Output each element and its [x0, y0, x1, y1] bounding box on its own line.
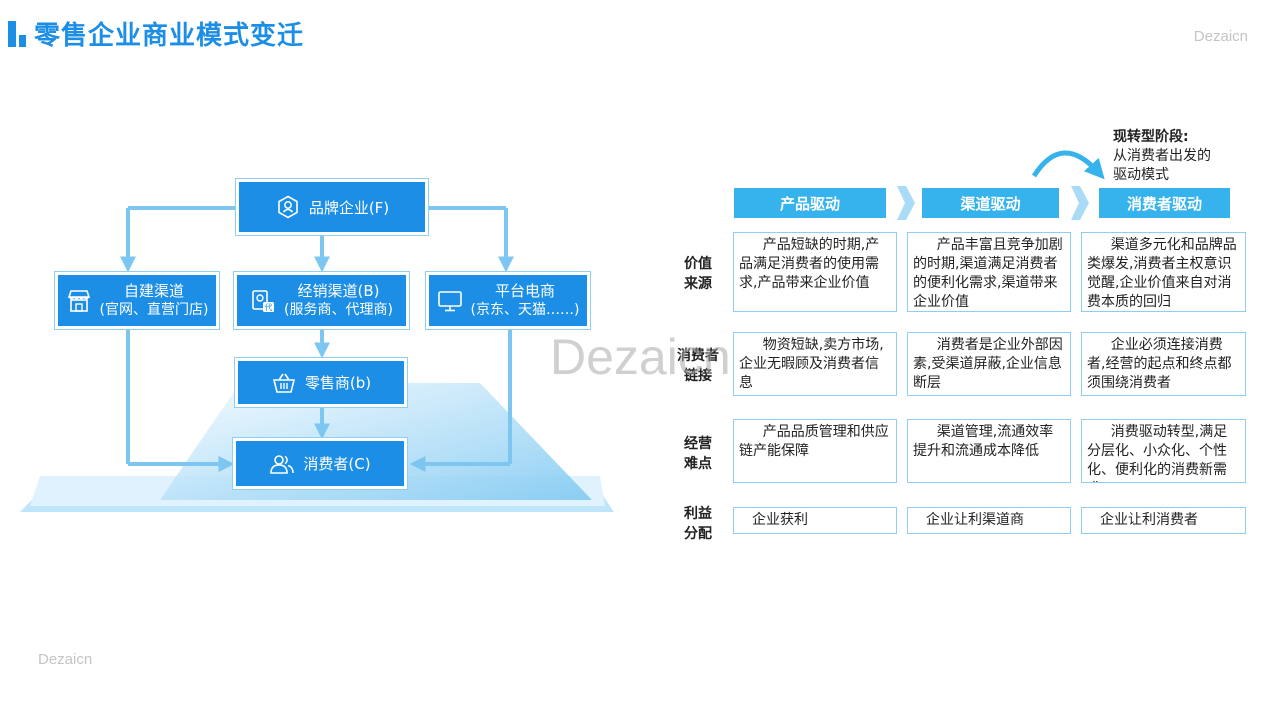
retailer-title: 零售商(b)	[304, 374, 372, 392]
page-title: 零售企业商业模式变迁	[34, 20, 305, 51]
title-mark-icon	[8, 19, 26, 47]
self-channel-node: 自建渠道 (官网、直营门店)	[54, 271, 220, 330]
basket-icon	[271, 370, 297, 396]
table-cell: 产品丰富且竞争加剧的时期,渠道满足消费者的便利化需求,渠道带来企业价值	[907, 232, 1071, 312]
svg-text:代: 代	[265, 302, 273, 312]
brand-node: 品牌企业(F)	[235, 178, 429, 236]
brand-node-title: 品牌企业(F)	[308, 198, 390, 217]
platform-sub: (京东、天猫……)	[470, 301, 580, 318]
distribution-sub: (服务商、代理商)	[284, 301, 393, 318]
agent-document-icon: 代	[250, 288, 276, 314]
row-label-consumer-link: 消费者链接	[677, 348, 719, 384]
shield-hexagon-icon	[275, 194, 301, 220]
phase-header-channel: 渠道驱动	[922, 188, 1059, 218]
table-cell: 消费驱动转型,满足分层化、小众化、个性化、便利化的消费新需求	[1081, 419, 1246, 483]
table-cell: 企业让利消费者	[1081, 507, 1246, 534]
phase-chevron-2	[1071, 186, 1089, 220]
transition-curve-arrow	[1031, 150, 1105, 180]
phase-note-line: 驱动模式	[1113, 167, 1169, 183]
phase-note-line: 从消费者出发的	[1113, 148, 1211, 164]
distribution-node: 代 经销渠道(B) (服务商、代理商)	[233, 271, 410, 330]
table-cell: 产品短缺的时期,产品满足消费者的使用需求,产品带来企业价值	[733, 232, 897, 312]
phase-header-consumer: 消费者驱动	[1099, 188, 1230, 218]
users-icon	[269, 451, 295, 477]
table-cell: 渠道管理,流通效率提升和流通成本降低	[907, 419, 1071, 483]
self-channel-sub: (官网、直营门店)	[99, 301, 209, 318]
phase-chevron-1	[897, 186, 915, 220]
phase-header-product: 产品驱动	[734, 188, 886, 218]
row-label-distribution: 利益分配	[684, 506, 712, 542]
distribution-title: 经销渠道(B)	[297, 281, 380, 300]
retailer-node: 零售商(b)	[234, 357, 408, 408]
table-cell: 企业让利渠道商	[907, 507, 1071, 534]
title-bar: 零售企业商业模式变迁	[8, 18, 304, 51]
platform-node: 平台电商 (京东、天猫……)	[425, 271, 591, 330]
table-cell: 消费者是企业外部因素,受渠道屏蔽,企业信息断层	[907, 332, 1071, 396]
self-channel-title: 自建渠道	[123, 281, 184, 300]
phase-note-title: 现转型阶段:	[1113, 129, 1189, 145]
monitor-icon	[437, 288, 463, 314]
storefront-icon	[66, 288, 92, 314]
table-cell: 物资短缺,卖方市场,企业无暇顾及消费者信息	[733, 332, 897, 396]
row-label-value-source: 价值来源	[684, 256, 712, 292]
diagram-connectors	[20, 206, 614, 512]
watermark-top: Dezaicn	[1193, 28, 1248, 45]
channel-diagram: 品牌企业(F) 自建渠道 (官网、直营门店) 代 经销渠道(B) (服务商、代理…	[0, 0, 640, 560]
watermark-bottom: Dezaicn	[38, 651, 93, 668]
row-label-difficulty: 经营难点	[684, 436, 712, 472]
table-cell: 产品品质管理和供应链产能保障	[733, 419, 897, 483]
table-cell: 企业必须连接消费者,经营的起点和终点都须围绕消费者	[1081, 332, 1246, 396]
phase-note: 现转型阶段: 从消费者出发的 驱动模式	[1113, 128, 1211, 185]
consumer-title: 消费者(C)	[303, 455, 371, 473]
table-cell: 企业获利	[733, 507, 897, 534]
table-cell: 渠道多元化和品牌品类爆发,消费者主权意识觉醒,企业价值来自对消费本质的回归	[1081, 232, 1246, 312]
consumer-node: 消费者(C)	[232, 437, 408, 490]
platform-title: 平台电商	[494, 281, 555, 300]
